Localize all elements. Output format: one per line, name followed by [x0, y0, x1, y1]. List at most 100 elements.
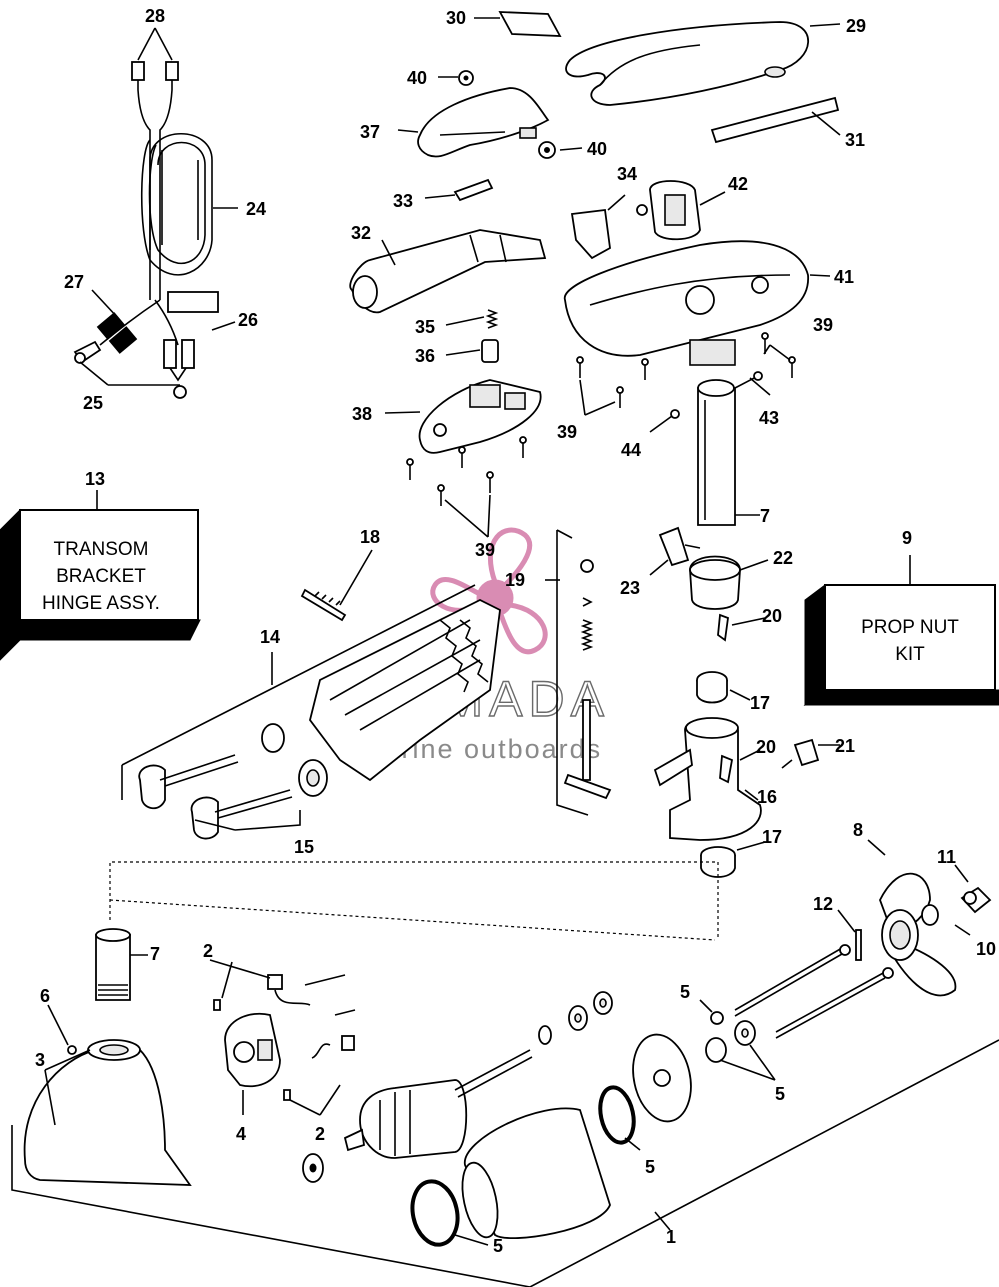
- part-screw-43: [734, 371, 763, 389]
- callout-7b: 7: [150, 944, 160, 964]
- part-control-board-38: [418, 379, 542, 454]
- callout-40b: 40: [587, 139, 607, 159]
- part-motor-can: [461, 1107, 611, 1239]
- callout-34: 34: [617, 164, 637, 184]
- callout-39a: 39: [813, 315, 833, 335]
- callout-10: 10: [976, 939, 996, 959]
- callout-35: 35: [415, 317, 435, 337]
- part-knob-23: [658, 526, 701, 567]
- box-transom-bracket-hinge: TRANSOM BRACKET HINGE ASSY.: [0, 508, 201, 661]
- part-mount-bracket-16: [653, 717, 762, 841]
- callout-28: 28: [145, 6, 165, 26]
- callout-2a: 2: [203, 941, 213, 961]
- callout-17a: 17: [750, 693, 770, 713]
- part-nuts-40: [458, 70, 556, 159]
- callout-21: 21: [835, 736, 855, 756]
- callout-20b: 20: [756, 737, 776, 757]
- callout-1: 1: [666, 1227, 676, 1247]
- part-prop-nut-10-11: [921, 886, 992, 926]
- part-decal-pad: [498, 11, 562, 37]
- part-tiller-handle: [349, 229, 547, 314]
- part-shaft-tube: [697, 379, 736, 526]
- part-lower-housing-41: [564, 240, 809, 366]
- part-battery-clamps: [73, 312, 195, 399]
- part-tube-7: [95, 928, 131, 1001]
- box-transom-line2: BRACKET: [56, 566, 146, 587]
- callout-3: 3: [35, 1050, 45, 1070]
- callout-22: 22: [773, 548, 793, 568]
- callout-43: 43: [759, 408, 779, 428]
- callout-5a: 5: [680, 982, 690, 1002]
- part-bushing-17a: [696, 671, 728, 704]
- callout-5b: 5: [775, 1084, 785, 1104]
- leader-14-span: [121, 584, 476, 766]
- callout-19: 19: [505, 570, 525, 590]
- callout-32: 32: [351, 223, 371, 243]
- part-drive-pin-12: [855, 929, 862, 961]
- part-trim-strip: [710, 96, 840, 144]
- box-transom-line1: TRANSOM: [54, 539, 149, 560]
- callout-6: 6: [40, 986, 50, 1006]
- callout-27: 27: [64, 272, 84, 292]
- bracket-line-19: [556, 530, 589, 816]
- part-bracket-34: [570, 208, 611, 260]
- callout-42: 42: [728, 174, 748, 194]
- callout-12: 12: [813, 894, 833, 914]
- part-button-36: [481, 339, 499, 363]
- callout-5c: 5: [645, 1157, 655, 1177]
- part-lower-housing-3: [23, 1039, 192, 1186]
- part-spring-pin-19: [563, 559, 612, 800]
- part-transom-clamp-14: [309, 598, 501, 782]
- callout-13: 13: [85, 469, 105, 489]
- callout-23: 23: [620, 578, 640, 598]
- part-top-cover: [565, 21, 809, 106]
- callout-39c: 39: [475, 540, 495, 560]
- part-clip-20b: [719, 754, 734, 784]
- callout-8: 8: [853, 820, 863, 840]
- callout-17b: 17: [762, 827, 782, 847]
- part-propeller-8: [879, 872, 957, 997]
- callout-39b: 39: [557, 422, 577, 442]
- part-brushes-2: [213, 974, 356, 1101]
- part-o-rings-5: [410, 1085, 636, 1247]
- part-knob-21: [781, 738, 820, 769]
- part-switch-42: [636, 180, 701, 241]
- callout-7a: 7: [760, 506, 770, 526]
- callout-5d: 5: [493, 1236, 503, 1256]
- part-washers-5: [538, 991, 756, 1063]
- part-brush-plate-4: [224, 1012, 281, 1088]
- part-screws-39: [406, 332, 796, 506]
- box-propnut-line1: PROP NUT: [861, 617, 959, 638]
- box-propnut-line2: KIT: [895, 644, 925, 665]
- callout-38: 38: [352, 404, 372, 424]
- part-clamp-screws-15: [138, 723, 328, 840]
- part-clip-20a: [717, 613, 729, 642]
- callout-15: 15: [294, 837, 314, 857]
- callout-26: 26: [238, 310, 258, 330]
- part-nut-44: [670, 409, 680, 419]
- callout-40a: 40: [407, 68, 427, 88]
- part-screw-6: [67, 1045, 77, 1055]
- part-thru-bolts: [734, 944, 894, 1039]
- callout-41: 41: [834, 267, 854, 287]
- callout-2b: 2: [315, 1124, 325, 1144]
- callout-4: 4: [236, 1124, 246, 1144]
- callout-44: 44: [621, 440, 641, 460]
- box-transom-line3: HINGE ASSY.: [42, 593, 160, 614]
- part-battery-cable: [99, 61, 219, 346]
- callout-24: 24: [246, 199, 266, 219]
- callout-31: 31: [845, 130, 865, 150]
- callout-33: 33: [393, 191, 413, 211]
- callout-36: 36: [415, 346, 435, 366]
- callout-16: 16: [757, 787, 777, 807]
- callout-25: 25: [83, 393, 103, 413]
- part-armature: [343, 1049, 533, 1159]
- callout-30: 30: [446, 8, 466, 28]
- leader-lines: [44, 17, 971, 1246]
- part-switch-33: [453, 178, 494, 202]
- callout-18: 18: [360, 527, 380, 547]
- part-collar-22: [689, 555, 741, 610]
- callout-11: 11: [937, 847, 956, 867]
- callout-numbers: 28 30 29 40 37 40 31 34 42 33 24 32 41 2…: [35, 6, 996, 1256]
